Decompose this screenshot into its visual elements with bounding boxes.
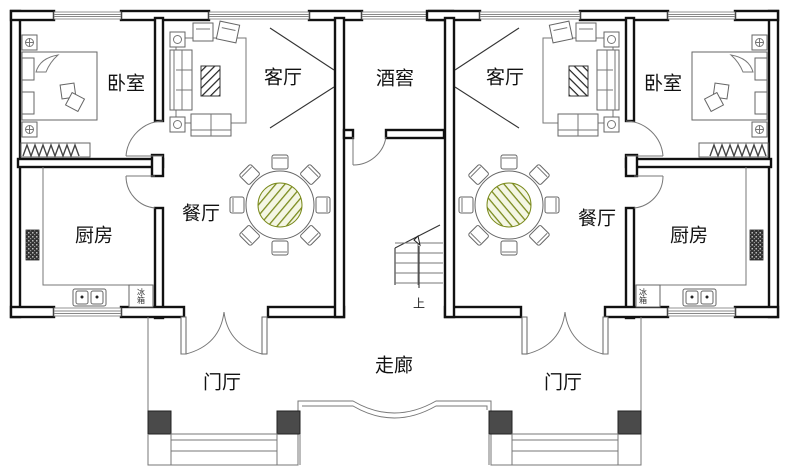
wine-cellar-door[interactable] <box>352 136 387 166</box>
bedroom-door[interactable] <box>625 120 664 157</box>
sink-icon <box>72 288 107 307</box>
fridge-label-left: 冰箱 <box>137 287 146 305</box>
wall <box>342 128 355 140</box>
dining-chairs <box>458 154 560 256</box>
partition-line <box>454 27 520 71</box>
wall <box>333 16 346 319</box>
window <box>53 11 122 20</box>
kitchen-counter <box>635 167 764 308</box>
dining-chair <box>239 225 260 246</box>
pillar <box>276 410 301 435</box>
entry-double-door[interactable] <box>521 311 609 355</box>
kitchen-counter <box>25 167 154 308</box>
staircase <box>394 224 443 288</box>
wall <box>9 9 56 22</box>
room-label-right-foyer: 门厅 <box>544 372 582 394</box>
sofa-set <box>169 20 247 137</box>
pillar <box>488 410 513 435</box>
dining-chair <box>300 164 321 185</box>
pillar <box>617 410 642 435</box>
wall <box>9 305 56 319</box>
room-label-left-dining-room: 餐厅 <box>182 203 220 225</box>
wall <box>384 128 446 140</box>
partition-line <box>269 27 335 71</box>
window <box>208 11 310 20</box>
sofa-set <box>542 20 620 137</box>
bedroom-door[interactable] <box>125 120 164 157</box>
room-label-right-living-room: 客厅 <box>486 67 524 89</box>
dining-chair <box>271 154 289 170</box>
fridge-label-right: 冰箱 <box>639 287 648 305</box>
wardrobe <box>698 142 769 159</box>
dining-table <box>245 170 315 240</box>
dining-chair <box>500 154 518 170</box>
stairs-up-label: 上 <box>413 297 425 311</box>
wall <box>16 157 165 169</box>
kitchen-door[interactable] <box>125 175 156 209</box>
room-label-left-bedroom: 卧室 <box>107 73 145 95</box>
left-unit-furniture <box>20 20 335 466</box>
stove-icon <box>25 229 40 261</box>
window <box>361 11 430 20</box>
dining-chair <box>458 196 474 214</box>
room-label-right-bedroom: 卧室 <box>644 73 682 95</box>
dining-chair <box>239 164 260 185</box>
dining-chair <box>529 164 550 185</box>
right-unit-furniture <box>454 20 769 355</box>
pillar <box>147 410 172 435</box>
dining-chair <box>500 240 518 256</box>
room-label-corridor: 走廊 <box>375 355 413 377</box>
stove-icon <box>749 229 764 261</box>
dining-chair <box>229 196 245 214</box>
window <box>53 307 122 317</box>
left-unit-walls <box>9 9 364 320</box>
room-label-wine-cellar: 酒窖 <box>376 68 414 90</box>
wall <box>266 305 346 319</box>
fridge <box>128 284 154 308</box>
wall <box>153 206 165 320</box>
dining-chair <box>271 240 289 256</box>
entry-steps <box>147 433 619 466</box>
nightstand-lamp <box>21 34 38 51</box>
dining-chairs <box>229 154 331 256</box>
wall <box>150 153 165 178</box>
sink-icon <box>682 288 717 307</box>
kitchen-door[interactable] <box>633 175 664 209</box>
nightstand-lamp <box>21 121 38 138</box>
partition-line <box>454 86 520 129</box>
entry-double-door[interactable] <box>180 311 268 355</box>
wardrobe <box>20 142 91 159</box>
room-label-left-living-room: 客厅 <box>264 67 302 89</box>
room-label-right-kitchen: 厨房 <box>670 225 708 247</box>
wall <box>153 16 165 123</box>
right-unit-walls <box>425 9 780 320</box>
corridor-front <box>297 317 642 466</box>
dining-chair <box>468 225 489 246</box>
wall <box>119 9 211 22</box>
room-label-left-foyer: 门厅 <box>203 372 241 394</box>
dining-chair <box>315 196 331 214</box>
dining-chair <box>300 225 321 246</box>
nightstand-lamp <box>751 121 768 138</box>
dining-chair <box>468 164 489 185</box>
partition-line <box>269 86 335 129</box>
nightstand-lamp <box>751 34 768 51</box>
dining-table <box>474 170 544 240</box>
wall <box>119 305 186 319</box>
dining-chair <box>529 225 550 246</box>
dining-chair <box>544 196 560 214</box>
fridge <box>635 284 661 308</box>
bed <box>21 51 98 121</box>
bed <box>691 51 768 121</box>
room-label-left-kitchen: 厨房 <box>75 225 113 247</box>
room-label-right-dining-room: 餐厅 <box>578 208 616 230</box>
